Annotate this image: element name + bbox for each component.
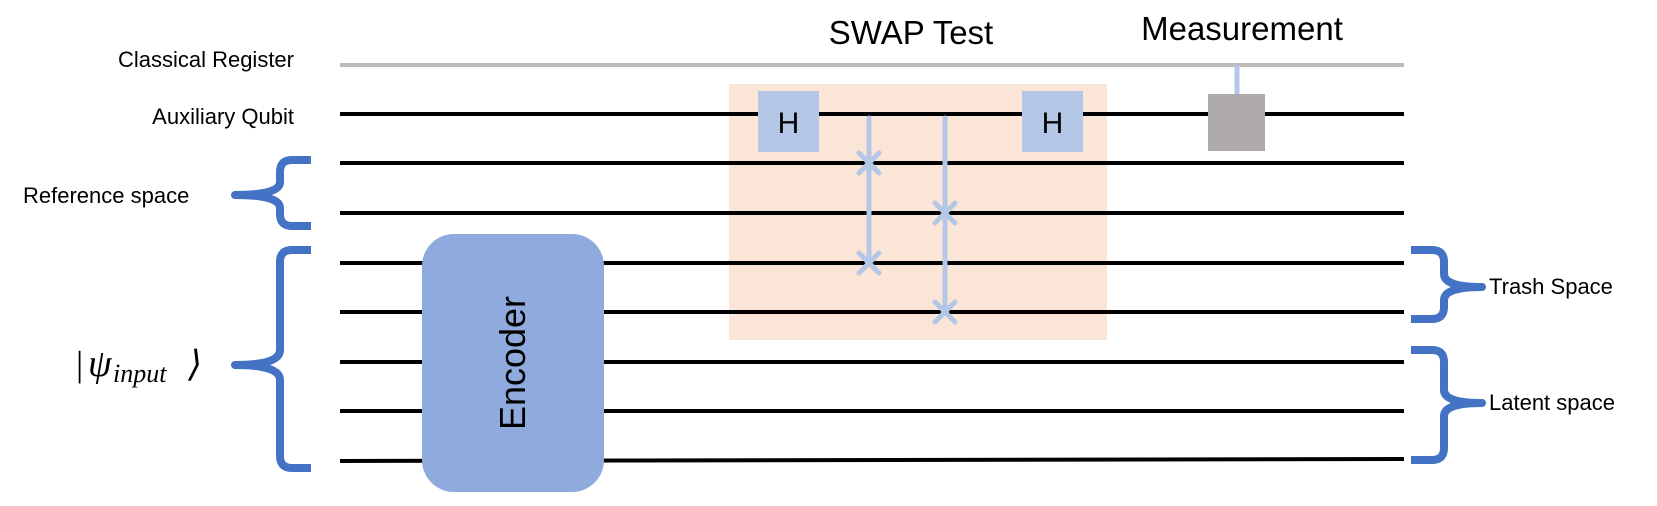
ket-close-angle: ⟩ bbox=[187, 344, 202, 384]
trash-space-brace bbox=[1411, 246, 1486, 323]
input-state-brace bbox=[231, 246, 311, 472]
encoder-block: Encoder bbox=[422, 234, 604, 492]
classical-register-label: Classical Register bbox=[118, 47, 294, 72]
hadamard-gate-1: H bbox=[758, 91, 819, 152]
hadamard-gate-2-label: H bbox=[1042, 107, 1064, 140]
swap-x-mark bbox=[932, 200, 958, 226]
ket-open-bar: | bbox=[74, 344, 84, 384]
encoder-label: Encoder bbox=[492, 296, 533, 430]
swap-x-mark bbox=[932, 299, 958, 325]
input-state-symbol: ψ bbox=[88, 343, 113, 385]
measurement-box bbox=[1208, 94, 1265, 151]
hadamard-gate-1-label: H bbox=[778, 107, 800, 140]
swap-x-mark bbox=[856, 150, 882, 176]
swap-x-mark bbox=[856, 250, 882, 276]
input-state-label: | ψ input ⟩ bbox=[74, 343, 202, 388]
latent-space-brace bbox=[1411, 346, 1486, 464]
latent-space-label: Latent space bbox=[1489, 390, 1615, 415]
controlled-swap-2 bbox=[932, 115, 958, 325]
swap-test-title: SWAP Test bbox=[829, 14, 993, 51]
controlled-swap-1 bbox=[856, 115, 882, 276]
input-state-subscript: input bbox=[113, 359, 167, 388]
reference-space-brace bbox=[231, 156, 311, 230]
hadamard-gate-2: H bbox=[1022, 91, 1083, 152]
trash-space-label: Trash Space bbox=[1489, 274, 1613, 299]
measurement-title: Measurement bbox=[1141, 10, 1343, 47]
reference-space-label: Reference space bbox=[23, 183, 189, 208]
auxiliary-qubit-label: Auxiliary Qubit bbox=[152, 104, 294, 129]
